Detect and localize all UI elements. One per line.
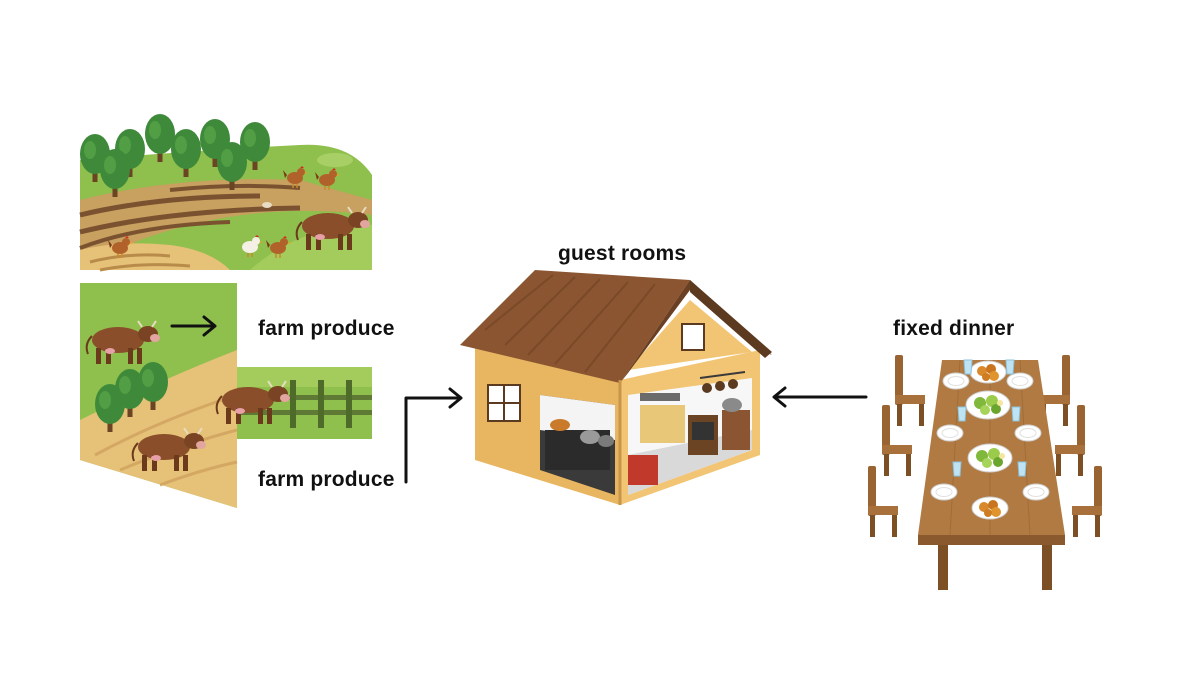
pasture-fence-panel (215, 367, 372, 439)
dinner-table-icon (868, 355, 1102, 590)
label-guest-rooms: guest rooms (558, 242, 687, 265)
arrow-icon (170, 315, 868, 484)
farmhouse-icon (460, 270, 772, 505)
label-fixed-dinner: fixed dinner (893, 317, 1015, 340)
farm-scene-bottom (80, 283, 238, 508)
farm-scene-top (79, 114, 372, 272)
label-farm-produce-top: farm produce (258, 317, 395, 340)
label-farm-produce-bottom: farm produce (258, 468, 395, 491)
